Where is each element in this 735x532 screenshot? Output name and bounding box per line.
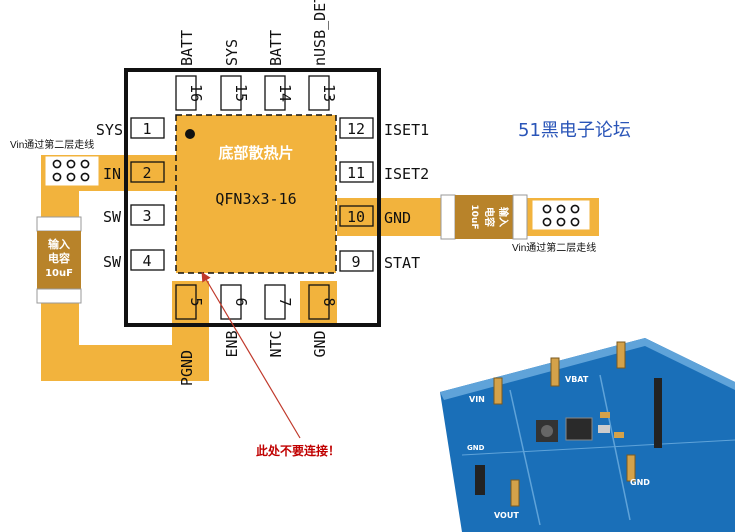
pin-box — [220, 75, 242, 111]
pin-box — [339, 161, 374, 183]
pin-box — [130, 204, 165, 226]
board-label: VBAT — [565, 375, 589, 384]
pin-number: 1 — [142, 120, 151, 138]
pin-name: SYS — [96, 121, 123, 139]
via-cluster-left — [52, 159, 90, 182]
pin-name: ISET2 — [384, 165, 429, 183]
pin-box — [130, 161, 165, 183]
cap-label: 电容 — [483, 207, 496, 227]
top-pins: 16 BATT 15 SYS 14 BATT 13 nUSB_DET — [175, 0, 338, 111]
pin10-copper — [337, 198, 377, 236]
pin-number: 15 — [232, 84, 250, 102]
pin1-dot — [185, 129, 195, 139]
pin-number: 9 — [351, 253, 360, 271]
pin-box — [308, 75, 330, 111]
warning-text: 此处不要连接！ — [256, 443, 340, 458]
pin-name: PGND — [178, 350, 196, 386]
bottom-pins: 5 PGND 6 ENB 7 NTC 8 GND — [175, 284, 338, 386]
right-pins: 12 ISET1 11 ISET2 10 GND 9 STAT — [339, 117, 429, 272]
pin-box — [175, 284, 197, 320]
via-cluster-right — [542, 204, 580, 227]
pin-name: ISET1 — [384, 121, 429, 139]
thermal-pad — [175, 114, 337, 274]
pin-box — [264, 284, 286, 320]
board-label: VIN — [469, 395, 485, 404]
pin-box — [175, 75, 197, 111]
pin-name: GND — [311, 330, 329, 357]
pin-name: SW — [103, 208, 122, 226]
pin-number: 2 — [142, 164, 151, 182]
pin-box — [339, 250, 374, 272]
pin-number: 5 — [187, 297, 205, 306]
pin-number: 16 — [187, 84, 205, 102]
pin-box — [130, 117, 165, 139]
vin-note-left: Vin通过第二层走线 — [10, 138, 94, 151]
pin-number: 14 — [276, 84, 294, 102]
input-capacitor-left: 输入 电容 10uF — [36, 216, 82, 304]
pin5-copper — [172, 281, 209, 323]
pin8-copper — [300, 281, 337, 323]
board-label: GND — [630, 478, 650, 487]
pin-number: 13 — [320, 84, 338, 102]
pin-name: ENB — [223, 330, 241, 357]
warning-arrow — [201, 271, 301, 439]
pin-box — [339, 205, 374, 227]
cap-label: 电容 — [48, 251, 70, 265]
pin-box — [308, 284, 330, 320]
pin-number: 11 — [347, 164, 365, 182]
watermark: 51黑电子论坛 — [518, 120, 631, 141]
pin-number: 7 — [276, 297, 294, 306]
pin-name: BATT — [178, 30, 196, 66]
left-pins: 1 SYS 2 IN 3 SW 4 SW — [96, 117, 165, 271]
pin-number: 8 — [320, 297, 338, 306]
package-label: QFN3x3-16 — [215, 190, 296, 208]
pin-name: BATT — [267, 30, 285, 66]
pin-number: 4 — [142, 252, 151, 270]
pad-title: 底部散热片 — [218, 144, 293, 162]
pin-number: 6 — [232, 297, 250, 306]
pin-box — [264, 75, 286, 111]
pin-name: SYS — [223, 39, 241, 66]
pin-number: 12 — [347, 120, 365, 138]
pin-number: 3 — [142, 207, 151, 225]
pin2-copper — [128, 155, 178, 191]
pin-name: GND — [384, 209, 411, 227]
cap-value: 10uF — [469, 204, 479, 229]
cap-value: 10uF — [45, 268, 73, 279]
cap-label: 输入 — [48, 237, 70, 251]
input-capacitor-right: 输入 电容 10uF — [440, 194, 528, 240]
pin-name: SW — [103, 253, 122, 271]
pin-box — [130, 249, 165, 271]
board-label: VOUT — [494, 511, 519, 520]
board-label: GND — [467, 444, 485, 452]
cap-label: 输入 — [497, 207, 510, 227]
pin-box — [220, 284, 242, 320]
pin-name: nUSB_DET — [311, 0, 329, 66]
pin-box — [339, 117, 374, 139]
pcb-photo: VIN VBAT VOUT GND GND — [440, 338, 735, 532]
pin-name: NTC — [267, 330, 285, 357]
pin-name: IN — [103, 165, 121, 183]
vin-note-right: Vin通过第二层走线 — [512, 241, 596, 254]
pin-number: 10 — [347, 208, 365, 226]
pin-name: STAT — [384, 254, 420, 272]
